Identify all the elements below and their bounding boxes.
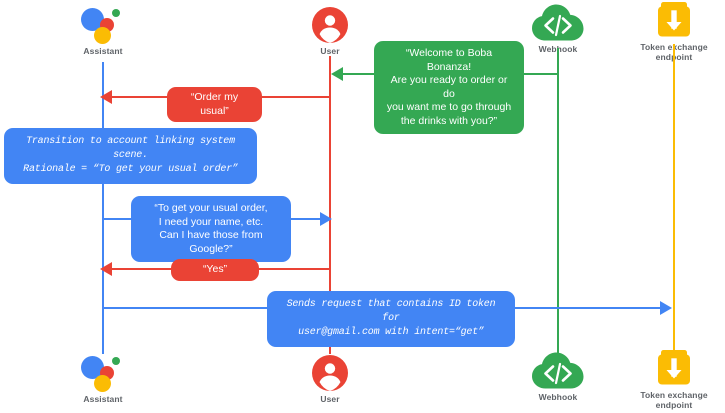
actor-endpoint-top: Token exchange endpoint <box>614 0 725 62</box>
arrow-head-order-my-usual <box>100 90 112 104</box>
lifeline-endpoint <box>673 44 675 354</box>
cloud-code-icon <box>498 2 618 44</box>
actor-user-top: User <box>270 4 390 56</box>
arrow-head-yes <box>100 262 112 276</box>
token-download-icon <box>614 348 725 390</box>
arrow-head-welcome <box>331 67 343 81</box>
message-bubble-yes: “Yes” <box>171 259 259 281</box>
actor-assistant-top: Assistant <box>43 4 163 56</box>
lifeline-user <box>329 56 331 354</box>
actor-label-endpoint: Token exchange endpoint <box>640 42 708 62</box>
actor-assistant-bottom: Assistant <box>43 352 163 404</box>
message-bubble-order-my-usual: “Order my usual” <box>167 87 262 122</box>
google-assistant-logo-icon <box>43 4 163 46</box>
arrow-head-request-name <box>320 212 332 226</box>
lifeline-webhook <box>557 48 559 354</box>
actor-webhook-bottom: Webhook <box>498 350 618 402</box>
arrow-head-sends-request <box>660 301 672 315</box>
cloud-code-icon <box>498 350 618 392</box>
google-assistant-logo-icon <box>43 352 163 394</box>
actor-label-assistant: Assistant <box>83 46 123 56</box>
user-avatar-icon <box>270 4 390 46</box>
actor-label-assistant: Assistant <box>83 394 123 404</box>
actor-label-endpoint: Token exchange endpoint <box>640 390 708 410</box>
user-avatar-icon <box>270 352 390 394</box>
lifeline-assistant <box>102 62 104 354</box>
actor-label-webhook: Webhook <box>538 392 578 402</box>
note-bubble-transition: Transition to account linking system sce… <box>4 128 257 184</box>
message-bubble-welcome: “Welcome to Boba Bonanza! Are you ready … <box>374 41 524 134</box>
message-bubble-sends-request: Sends request that contains ID token for… <box>267 291 515 347</box>
message-bubble-request-name: “To get your usual order, I need your na… <box>131 196 291 262</box>
actor-user-bottom: User <box>270 352 390 404</box>
actor-label-user: User <box>320 394 340 404</box>
actor-endpoint-bottom: Token exchange endpoint <box>614 348 725 410</box>
actor-label-user: User <box>320 46 340 56</box>
token-download-icon <box>614 0 725 42</box>
